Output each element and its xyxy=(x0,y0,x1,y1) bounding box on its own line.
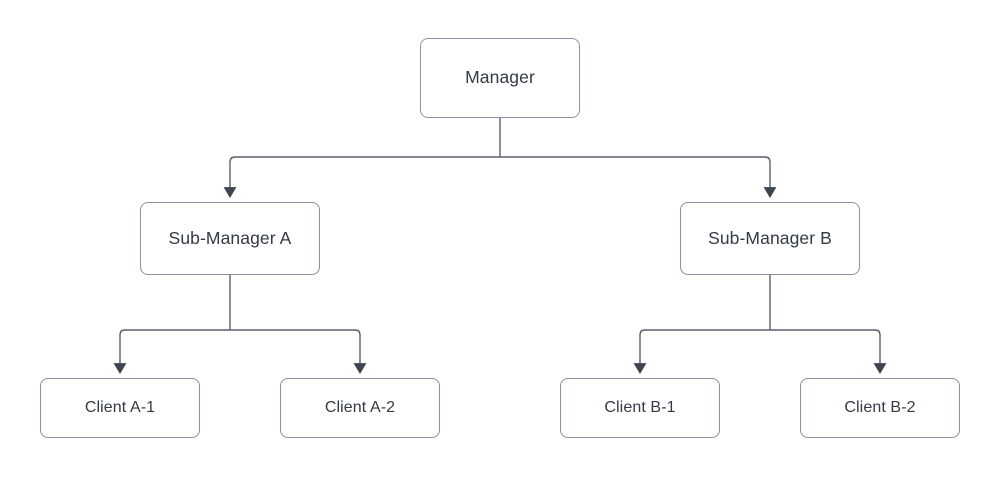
node-sub-manager-a[interactable]: Sub-Manager A xyxy=(140,202,320,275)
node-manager-label: Manager xyxy=(465,67,535,88)
node-sub-manager-b-label: Sub-Manager B xyxy=(708,227,832,248)
node-manager[interactable]: Manager xyxy=(420,38,580,118)
edge-sub-a-to-client-a1 xyxy=(113,329,230,375)
node-client-b1-label: Client B-1 xyxy=(604,399,676,416)
edge-sub-b-to-client-b1 xyxy=(633,329,770,375)
edge-sub-a-to-client-a2 xyxy=(230,329,367,375)
node-sub-manager-b[interactable]: Sub-Manager B xyxy=(680,202,860,275)
node-sub-manager-a-label: Sub-Manager A xyxy=(168,227,292,248)
node-client-b1[interactable]: Client B-1 xyxy=(560,378,720,438)
node-client-b2-label: Client B-2 xyxy=(844,399,916,416)
node-client-a1-label: Client A-1 xyxy=(84,399,156,416)
node-client-a1[interactable]: Client A-1 xyxy=(40,378,200,438)
node-client-a2[interactable]: Client A-2 xyxy=(280,378,440,438)
edge-manager-to-sub-a xyxy=(223,156,500,199)
edge-manager-to-sub-b xyxy=(500,156,777,199)
edge-sub-b-to-client-b2 xyxy=(770,329,887,375)
node-client-a2-label: Client A-2 xyxy=(324,399,396,416)
node-client-b2[interactable]: Client B-2 xyxy=(800,378,960,438)
